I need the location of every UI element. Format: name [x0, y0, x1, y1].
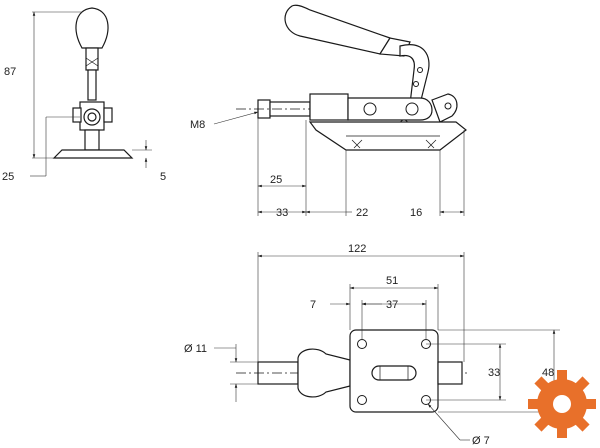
- dim-top-7: 7: [310, 299, 316, 311]
- guide-slot: [371, 365, 417, 381]
- front-handle-grip: [284, 4, 391, 55]
- side-arm: [87, 69, 97, 101]
- dim-front-22: 22: [356, 207, 368, 219]
- dim-base-33: 33: [488, 367, 500, 379]
- front-housing: [309, 93, 349, 121]
- front-view: M8 25 33 22 16: [190, 4, 467, 219]
- dim-stroke-25: 25: [270, 174, 282, 186]
- dim-front-33: 33: [276, 207, 288, 219]
- mount-hole: [357, 339, 367, 349]
- dim-hole-diameter: Ø 7: [472, 435, 490, 447]
- dim-base-48: 48: [542, 367, 554, 379]
- front-linkage: [347, 97, 433, 121]
- dim-side-5: 5: [160, 171, 166, 183]
- dim-top-51: 51: [386, 275, 398, 287]
- mount-hole: [357, 395, 367, 405]
- dim-top-122: 122: [348, 243, 366, 255]
- dim-plunger-diameter: Ø 11: [184, 343, 207, 355]
- dim-side-25: 25: [2, 171, 14, 183]
- side-view: 87 25 5: [2, 7, 166, 183]
- handle-knob: [75, 7, 109, 49]
- dim-top-37: 37: [386, 299, 398, 311]
- dim-front-16: 16: [410, 207, 422, 219]
- dim-87: 87: [4, 66, 16, 78]
- label-thread: M8: [190, 119, 205, 131]
- side-base: [52, 149, 134, 159]
- gear-icon: [528, 370, 596, 438]
- top-view: 122 51 7 37 Ø 11 33 48 Ø 7: [184, 243, 560, 447]
- front-handle-arm: [399, 44, 430, 105]
